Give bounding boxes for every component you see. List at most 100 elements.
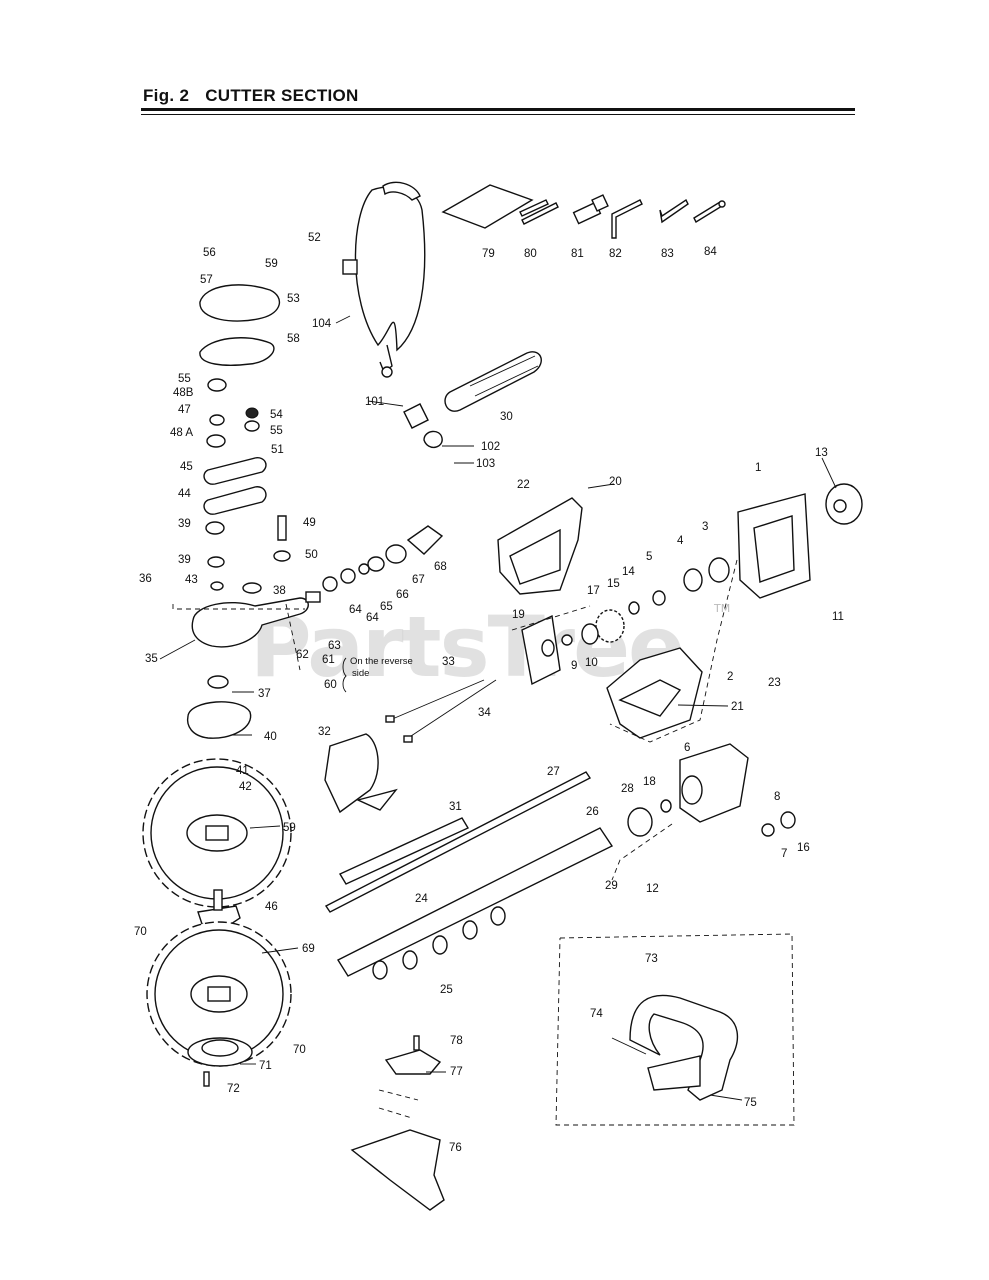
callout-70: 70 [134,926,147,938]
callout-31: 31 [449,801,462,813]
callout-57: 57 [200,274,213,286]
callout-18: 18 [643,776,656,788]
callout-38: 38 [273,585,286,597]
callout-2: 2 [727,671,733,683]
callout-75: 75 [744,1097,757,1109]
callout-15: 15 [607,578,620,590]
callout-26: 26 [586,806,599,818]
callout-59: 59 [265,258,278,270]
callout-20: 20 [609,476,622,488]
bearings-3-5 [628,557,730,615]
callout-34: 34 [478,707,491,719]
callout-13: 13 [815,447,828,459]
callout-42: 42 [239,781,252,793]
callout-numbers: 1 2 3 4 5 6 7 8 9 10 11 12 13 14 15 16 1… [134,232,844,1154]
callout-51: 51 [271,444,284,456]
callout-68: 68 [434,561,447,573]
saw-blade-69 [146,921,292,1067]
callout-65: 65 [380,601,393,613]
callout-10: 10 [585,657,598,669]
callout-25: 25 [440,984,453,996]
callout-33: 33 [442,656,455,668]
callout-29: 29 [605,880,618,892]
callout-5: 5 [646,551,652,563]
callout-60: 60 [324,679,337,691]
callout-30: 30 [500,411,513,423]
callout-4: 4 [677,535,684,547]
reverse-note-line2: side [352,668,369,679]
gear-17 [581,609,625,645]
driveshaft-bearings [305,525,444,603]
callout-23: 23 [768,677,781,689]
callout-11: 11 [832,611,844,623]
callout-53: 53 [287,293,300,305]
callout-66: 66 [396,589,409,601]
callout-101: 101 [365,396,384,408]
callout-7: 7 [781,848,787,860]
callout-62: 62 [296,649,309,661]
tool-kit-items [441,184,726,239]
title-rule [141,108,855,111]
callout-79: 79 [482,248,495,260]
callout-24: 24 [415,893,428,905]
drive-shaft-27 [324,771,592,913]
callout-28: 28 [621,783,634,795]
callout-46: 46 [265,901,278,913]
callout-71: 71 [259,1060,272,1072]
callout-76: 76 [449,1142,462,1154]
callout-36: 36 [139,573,152,585]
callout-8: 8 [774,791,780,803]
callout-1: 1 [755,462,761,474]
title-rule-thin [141,114,855,115]
callout-81: 81 [571,248,584,260]
callout-61: 61 [322,654,335,666]
callout-leaders [159,315,837,1101]
callout-9: 9 [571,660,577,672]
callout-104: 104 [312,318,332,330]
callout-54: 54 [270,409,283,421]
callout-47: 47 [178,404,191,416]
engine-housing-1 [737,493,811,599]
callout-83: 83 [661,248,674,260]
callout-59b: 59 [283,822,296,834]
reverse-note-line1: On the reverse [350,656,413,667]
callout-74: 74 [590,1008,603,1020]
main-pipe-24 [336,827,614,977]
callout-102: 102 [481,441,500,453]
callout-48b: 48B [173,387,194,399]
callout-12: 12 [646,883,659,895]
throttle-cables [385,679,497,743]
callout-3: 3 [702,521,708,533]
callout-43: 43 [185,574,198,586]
callout-44: 44 [178,488,191,500]
shaft-liner-31 [338,817,470,885]
callout-55b: 55 [270,425,283,437]
clutch-case-6 [679,743,749,823]
callout-48a: 48 A [170,427,193,439]
blade-cover-71 [187,1037,253,1087]
watermark-trademark: TM [713,602,730,615]
section-title: CUTTER SECTION [205,86,359,105]
callout-6: 6 [684,742,690,754]
handle-bar-73 [611,994,739,1101]
reverse-side-note: On the reverse side [342,656,413,693]
engine-cover-21 [606,647,703,739]
callout-80: 80 [524,248,537,260]
callout-37: 37 [258,688,271,700]
callout-41: 41 [236,765,249,777]
callout-70b: 70 [293,1044,306,1056]
blade-guard-76 [350,1129,445,1211]
saw-blade-59 [142,758,292,908]
callout-82: 82 [609,248,622,260]
callout-22: 22 [517,479,530,491]
callout-77: 77 [450,1066,463,1078]
figure-number: Fig. 2 [143,86,190,105]
callout-73: 73 [645,953,658,965]
callout-56: 56 [203,247,216,259]
callout-14: 14 [622,566,635,578]
callout-84: 84 [704,246,717,258]
engine-cover-20 [497,497,583,595]
callout-21: 21 [731,701,744,713]
